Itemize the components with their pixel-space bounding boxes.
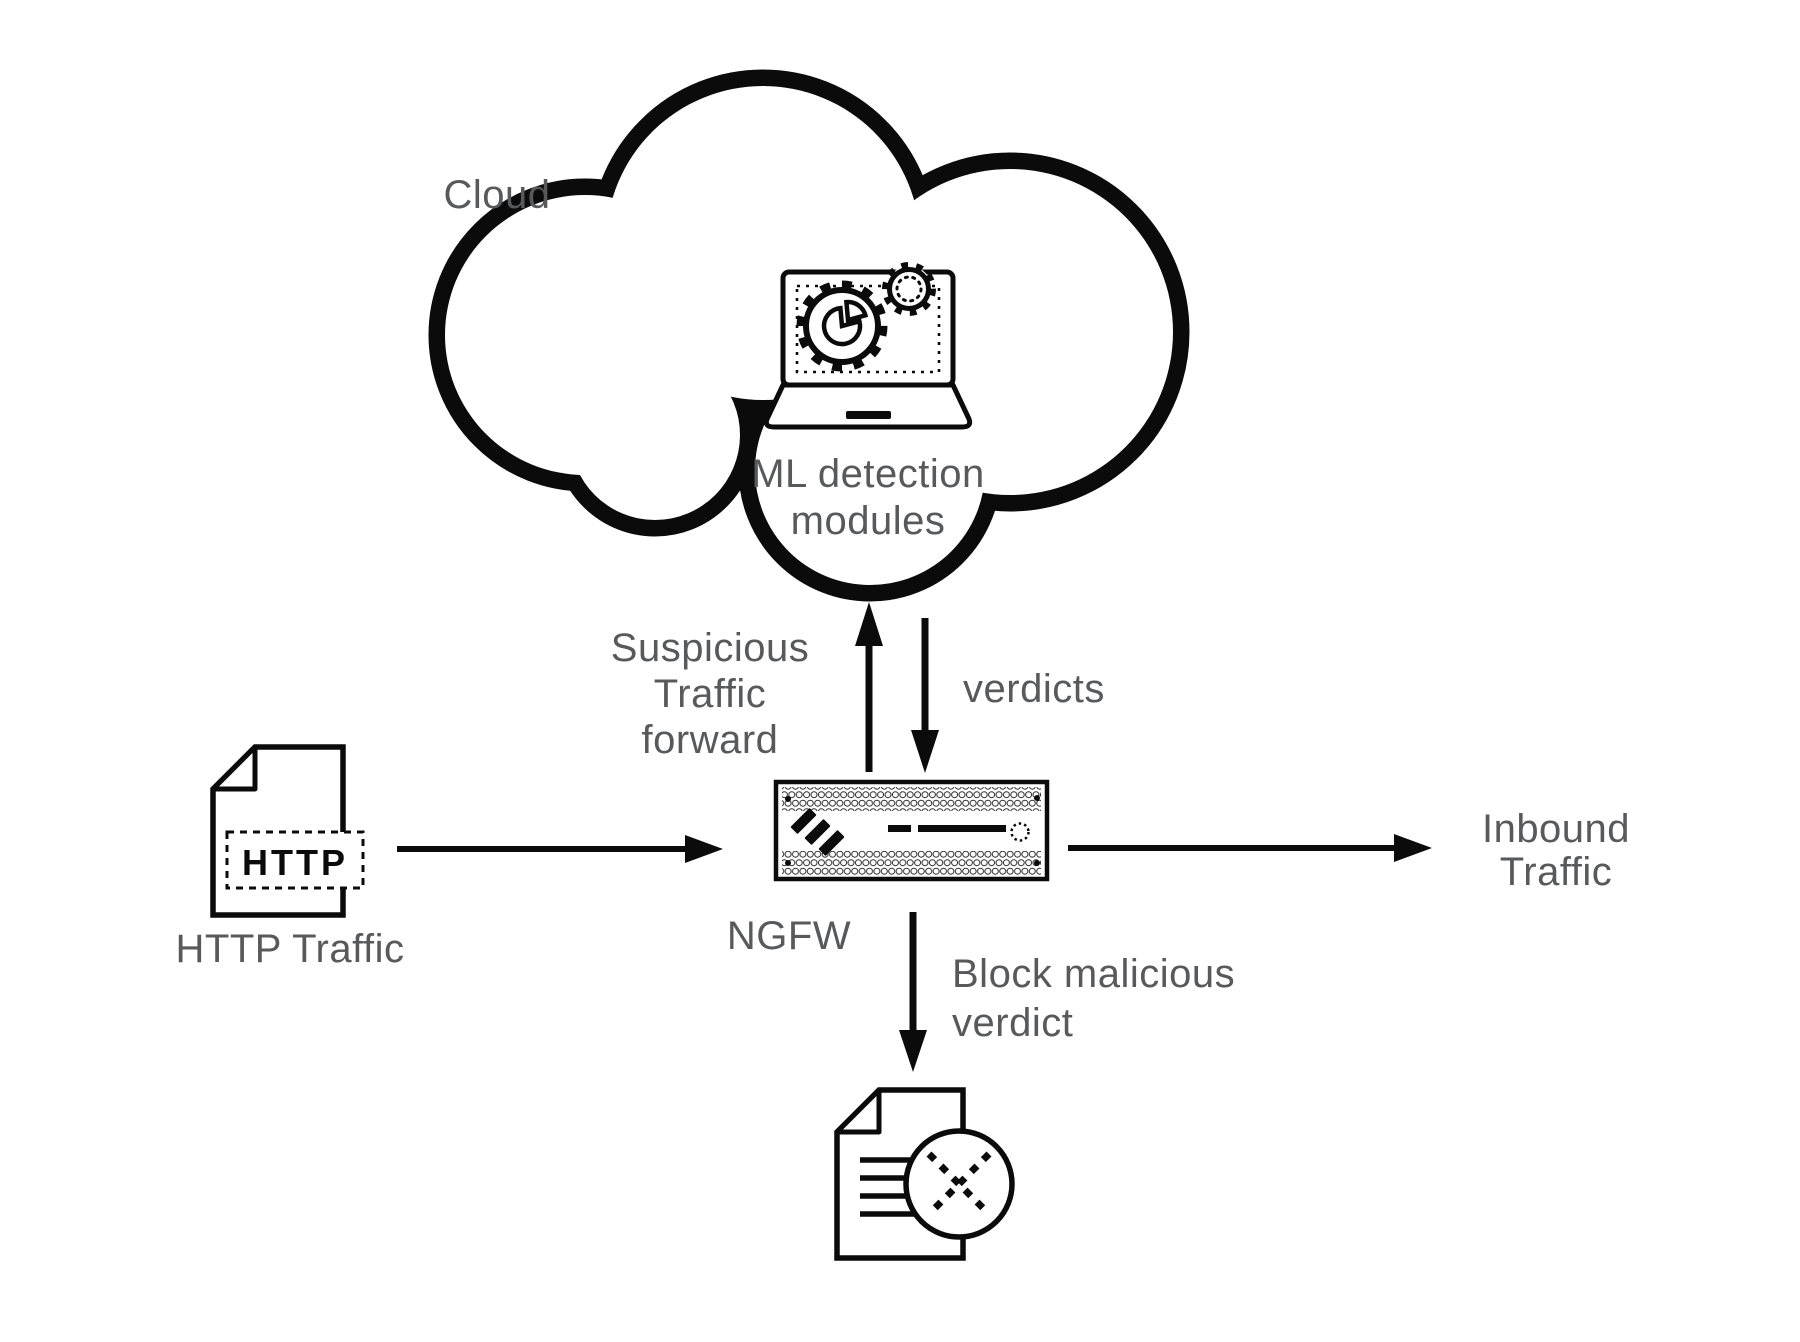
vent-grill-top: [782, 787, 1041, 811]
vendor-logo: [790, 808, 845, 856]
ml-detection-label-line1: ML detection: [751, 452, 985, 496]
chassis-screws: [785, 795, 1040, 866]
pie-chart-body: [821, 305, 863, 347]
http-dashed-box: [225, 830, 365, 890]
firewall-appliance-icon: [773, 779, 1050, 882]
suspicious-traffic-label-line2: Traffic: [653, 672, 767, 716]
blocked-document-icon: [834, 1087, 1015, 1261]
block-malicious-label: Block malicious verdict: [952, 950, 1235, 1048]
document-fold-corner: [834, 1087, 882, 1135]
front-panel-dash-long: [918, 825, 1006, 832]
screen-dashed-frame: [795, 284, 941, 374]
http-traffic-label: HTTP Traffic: [175, 927, 405, 971]
inbound-traffic-label: Inbound Traffic: [1482, 808, 1630, 894]
laptop-trackpad-notch: [846, 411, 891, 419]
dashed-x-icon: [926, 1151, 992, 1217]
arrow-http-to-ngfw: [397, 835, 723, 863]
verdicts-label: verdicts: [963, 667, 1105, 711]
ml-detection-label: ML detection modules: [751, 451, 985, 545]
ml-detection-label-line2: modules: [790, 499, 946, 543]
laptop-base: [763, 382, 973, 430]
vent-grill-bottom: [782, 851, 1041, 875]
cloud-label: Cloud: [443, 173, 551, 217]
inbound-traffic-label-line1: Inbound: [1481, 807, 1631, 851]
http-document-icon: [210, 744, 365, 918]
ngfw-label: NGFW: [726, 914, 852, 958]
arrow-ngfw-to-inbound: [1068, 834, 1432, 862]
block-malicious-label-line2: verdict: [952, 1001, 1074, 1045]
suspicious-traffic-label: Suspicious Traffic forward: [611, 625, 809, 763]
gear-pie-icon: [796, 280, 888, 372]
small-gear-icon: [882, 262, 936, 316]
arrow-verdicts-down: [911, 618, 939, 773]
document-fold-corner: [210, 744, 258, 792]
suspicious-traffic-label-line3: forward: [641, 718, 779, 762]
front-panel-dash-short: [888, 825, 911, 832]
front-panel-port-circle: [1010, 822, 1030, 842]
block-malicious-label-line1: Block malicious: [952, 952, 1236, 996]
suspicious-traffic-label-line1: Suspicious: [610, 626, 810, 670]
block-circle: [903, 1128, 1015, 1240]
arrow-suspicious-up: [855, 602, 883, 772]
pie-chart-slice: [843, 299, 869, 323]
arrow-block-down: [899, 912, 927, 1072]
inbound-traffic-label-line2: Traffic: [1499, 850, 1613, 894]
http-doc-text: HTTP: [242, 842, 348, 883]
laptop-gears-icon: [763, 262, 973, 430]
